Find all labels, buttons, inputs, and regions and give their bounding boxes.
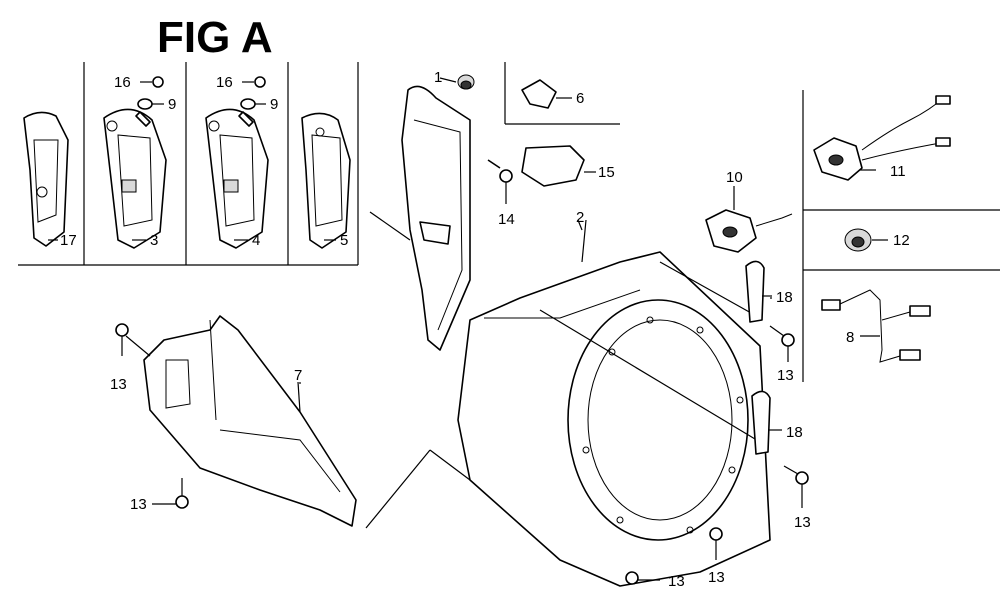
callout-11: 11 (890, 163, 906, 180)
callout-9-left: 9 (168, 96, 176, 113)
callout-12: 12 (893, 232, 910, 249)
right-panel-frame (802, 90, 1000, 382)
clip-6-box (504, 62, 620, 125)
callout-16-left: 16 (114, 74, 131, 91)
bolt-13-left-upper (115, 323, 151, 357)
shroud-plate-4 (205, 108, 269, 249)
callout-13-left-lower: 13 (130, 496, 147, 513)
leader-lines (48, 169, 876, 384)
callout-10: 10 (726, 169, 743, 186)
callout-7: 7 (294, 367, 302, 384)
callout-9-right: 9 (270, 96, 278, 113)
wire-harness-8 (821, 289, 931, 363)
shroud-plate-5 (301, 112, 351, 249)
lower-cover-7 (143, 315, 357, 527)
shroud-plate-17 (23, 111, 69, 247)
shroud-plate-3 (103, 108, 167, 249)
callout-15: 15 (598, 164, 615, 181)
grommet-12 (844, 228, 888, 252)
bolt-16-left (140, 76, 164, 88)
bracket-18-upper (745, 260, 772, 323)
washer-9-right (238, 98, 266, 127)
washer-9-left (135, 98, 164, 127)
callout-13-right-lower: 13 (794, 514, 811, 531)
callout-8: 8 (846, 329, 854, 346)
callout-16-right: 16 (216, 74, 233, 91)
variant-panel-frame (18, 62, 359, 266)
grommet-1 (439, 74, 475, 90)
component-11 (813, 95, 951, 181)
fan-shroud-2 (365, 219, 771, 587)
bolt-13-right-lower (783, 465, 809, 508)
bolt-13-right-upper (769, 325, 795, 362)
callout-5: 5 (340, 232, 348, 249)
side-shroud (369, 85, 471, 351)
callout-18-lower: 18 (786, 424, 803, 441)
callout-2: 2 (576, 209, 584, 226)
callout-4: 4 (252, 232, 260, 249)
bolt-16-right (242, 76, 266, 88)
callout-18-upper: 18 (776, 289, 793, 306)
switch-10 (705, 186, 793, 253)
callout-14: 14 (498, 211, 515, 228)
callout-3: 3 (150, 232, 158, 249)
callout-13-bottom-right: 13 (708, 569, 725, 586)
callout-13-left-upper: 13 (110, 376, 127, 393)
clamp-15 (521, 145, 596, 187)
bracket-18-lower (751, 390, 782, 455)
bolt-13-bottom (625, 571, 660, 585)
callout-13-bottom: 13 (668, 573, 685, 590)
callout-1: 1 (434, 69, 442, 86)
callout-13-right-upper: 13 (777, 367, 794, 384)
figure-title: FIG A (157, 13, 273, 62)
screw-14 (487, 159, 513, 204)
bolt-13-left-lower (152, 478, 189, 509)
callout-6: 6 (576, 90, 584, 107)
callout-17: 17 (60, 232, 77, 249)
bolt-13-bottom-right (709, 527, 723, 560)
